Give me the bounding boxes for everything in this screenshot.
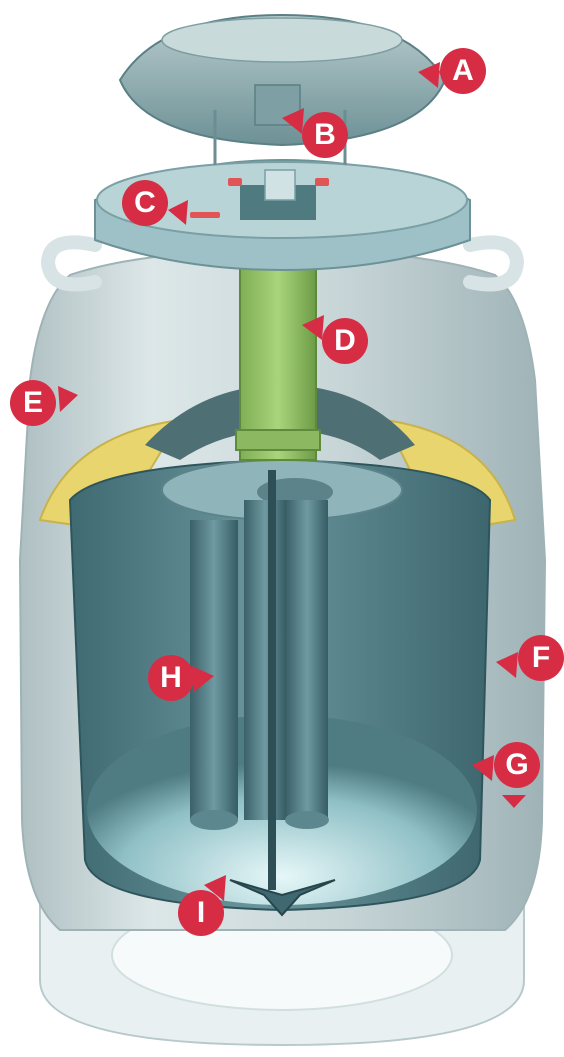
storage-tube-right [286, 500, 328, 820]
callout-d: D [322, 318, 368, 364]
callout-g-text: G [505, 748, 528, 782]
callout-e-text: E [23, 386, 43, 420]
callout-b-text: B [314, 118, 336, 152]
callout-i: I [178, 890, 224, 936]
callout-a: A [440, 48, 486, 94]
center-rod [268, 470, 276, 890]
callout-d-text: D [334, 324, 356, 358]
callout-c-text: C [134, 186, 156, 220]
neck-stopper [265, 170, 295, 200]
callout-c: C [122, 180, 168, 226]
callout-a-text: A [452, 54, 474, 88]
storage-tube-center [244, 500, 286, 820]
callout-b: B [302, 112, 348, 158]
neck-tube-collar [236, 430, 320, 450]
callout-f-text: F [532, 641, 550, 675]
callout-g: G [494, 742, 540, 788]
storage-tube-left-bottom [190, 810, 238, 830]
callout-h: H [148, 655, 194, 701]
callout-f: F [518, 635, 564, 681]
callout-i-text: I [197, 896, 205, 930]
lid-top-face [162, 18, 402, 62]
callout-h-text: H [160, 661, 182, 695]
storage-tube-right-bottom [285, 811, 329, 829]
red-marker-left [228, 178, 242, 186]
callout-e: E [10, 380, 56, 426]
left-handle [48, 242, 95, 284]
right-handle [470, 242, 517, 284]
red-marker-left-2 [190, 212, 220, 218]
red-marker-right [315, 178, 329, 186]
